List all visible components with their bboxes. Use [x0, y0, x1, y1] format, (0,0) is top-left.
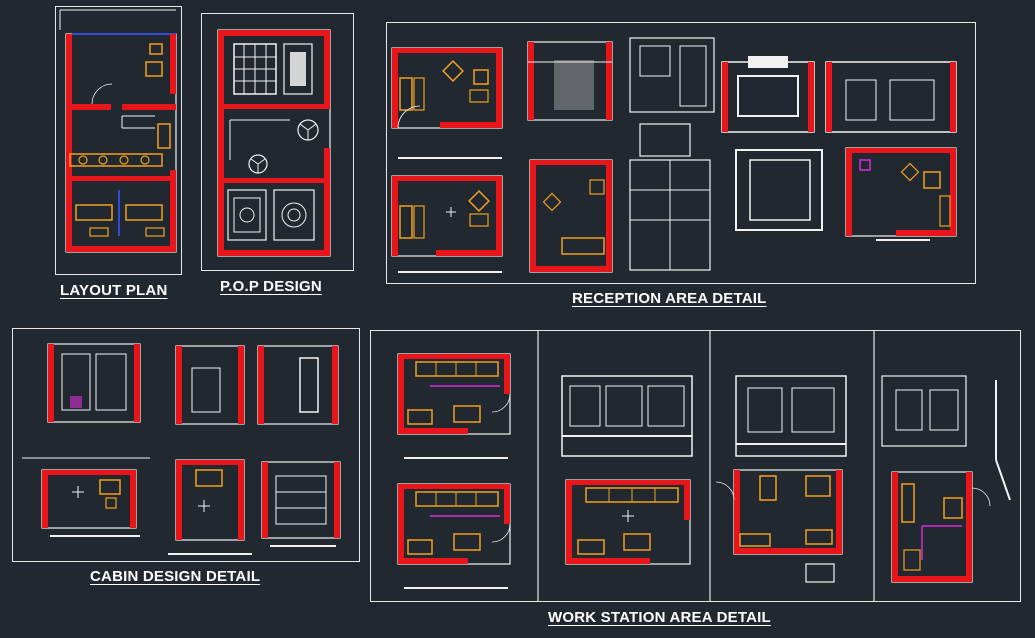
cabin-design-caption: CABIN DESIGN DETAIL	[90, 568, 261, 585]
work-station-area-caption: WORK STATION AREA DETAIL	[548, 609, 771, 626]
cabin-design-drawing	[22, 343, 341, 555]
layout-plan-caption: LAYOUT PLAN	[60, 282, 168, 299]
layout-plan-frame	[55, 6, 182, 275]
reception-area-frame	[386, 22, 976, 284]
work-station-area-frame	[370, 330, 1021, 602]
reception-area-drawing	[391, 37, 957, 273]
reception-area-caption: RECEPTION AREA DETAIL	[572, 290, 767, 307]
work-station-area-drawing	[397, 330, 1011, 602]
layout-plan-drawing	[59, 9, 177, 253]
pop-design-frame	[201, 13, 354, 271]
pop-design-drawing	[217, 29, 331, 257]
cabin-design-frame	[12, 328, 360, 562]
pop-design-caption: P.O.P DESIGN	[220, 278, 322, 295]
